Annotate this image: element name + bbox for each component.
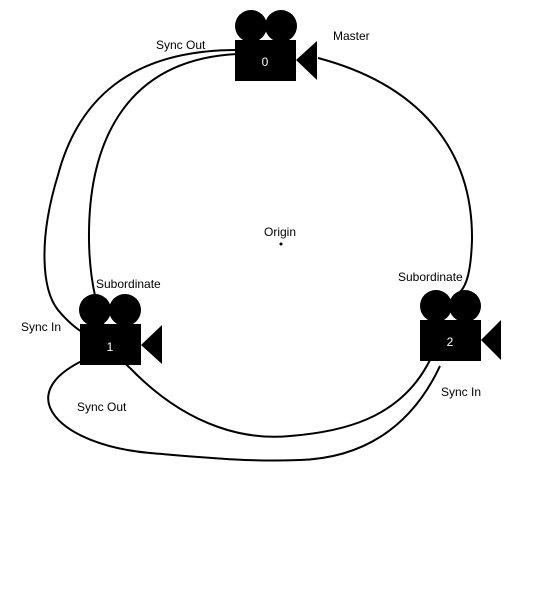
camera-1-sync-in-label: Sync In [21,320,61,334]
movie-camera-icon [420,290,501,361]
movie-camera-icon [79,294,162,365]
camera-2-role-label: Subordinate [398,270,463,284]
camera-1-reel-left [79,294,111,326]
camera-0-body [235,40,296,81]
camera-2-reel-left [420,290,452,322]
camera-1-reel-right [109,294,141,326]
camera-0-sync-out-label: Sync Out [156,38,206,52]
sync-cable-cam1-to-cam2 [47,359,441,462]
camera-2-body [420,320,481,361]
movie-camera-icon [235,10,317,81]
camera-1-body [80,324,141,365]
origin-label: Origin [264,225,296,239]
camera-1-role-label: Subordinate [96,277,161,291]
ring-arc-right [317,57,474,293]
camera-0: 0 [235,10,317,81]
camera-1: 1 [79,294,162,365]
camera-1-lens [141,325,162,364]
camera-2-number: 2 [447,335,454,349]
camera-0-reel-right [265,10,297,42]
sync-cable-cam0-to-cam1 [43,49,238,334]
camera-0-reel-left [235,10,267,42]
camera-2-sync-in-label: Sync In [441,385,481,399]
camera-1-sync-out-label: Sync Out [77,400,127,414]
camera-0-number: 0 [262,55,269,69]
camera-0-lens [296,41,317,80]
camera-2-lens [481,320,501,360]
origin-point [279,242,283,246]
camera-1-number: 1 [107,340,114,354]
ring-arc-bottom [129,359,431,438]
ring-arc-left [87,53,238,369]
camera-2: 2 [420,290,501,361]
camera-0-role-label: Master [333,29,370,43]
camera-2-reel-right [449,290,481,322]
